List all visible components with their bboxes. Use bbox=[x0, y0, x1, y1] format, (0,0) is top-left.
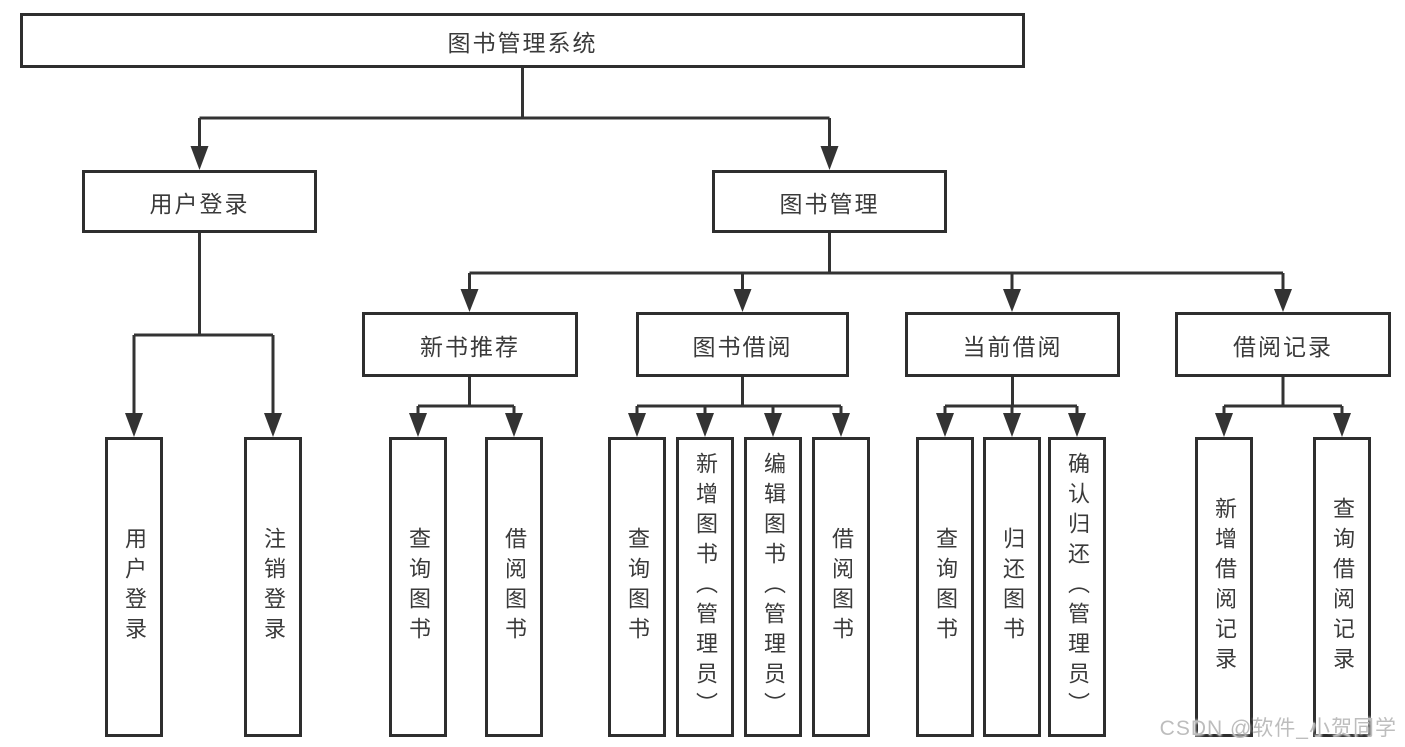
connector-root-to-level2 bbox=[190, 68, 839, 170]
node-nbr-query-books: 查询图书 bbox=[389, 437, 447, 737]
node-bb-query-books-label: 查询图书 bbox=[625, 527, 650, 647]
node-book-mgmt: 图书管理 bbox=[712, 170, 947, 233]
node-cb-return-books: 归还图书 bbox=[983, 437, 1041, 737]
node-bb-borrow-books: 借阅图书 bbox=[812, 437, 870, 737]
node-book-borrow: 图书借阅 bbox=[636, 312, 849, 377]
node-nbr-borrow-books-label: 借阅图书 bbox=[502, 527, 527, 647]
node-user-login: 用户登录 bbox=[82, 170, 317, 233]
node-nbr-borrow-books: 借阅图书 bbox=[485, 437, 543, 737]
node-cb-query-books: 查询图书 bbox=[916, 437, 974, 737]
connector-new-book-rec-to-leaves bbox=[409, 377, 523, 437]
node-new-book-rec-label: 新书推荐 bbox=[420, 333, 520, 360]
node-br-query-record-label: 查询借阅记录 bbox=[1330, 497, 1355, 677]
node-logout-leaf: 注销登录 bbox=[244, 437, 302, 737]
connector-borrow-records-to-leaves bbox=[1215, 377, 1351, 437]
node-bb-query-books: 查询图书 bbox=[608, 437, 666, 737]
node-borrow-records: 借阅记录 bbox=[1175, 312, 1391, 377]
node-logout-leaf-label: 注销登录 bbox=[261, 527, 286, 647]
node-root-label: 图书管理系统 bbox=[447, 29, 598, 56]
node-cb-query-books-label: 查询图书 bbox=[933, 527, 958, 647]
node-user-login-label: 用户登录 bbox=[149, 190, 250, 217]
node-borrow-records-label: 借阅记录 bbox=[1233, 333, 1333, 360]
node-br-add-record-label: 新增借阅记录 bbox=[1212, 497, 1237, 677]
node-cb-confirm-return: 确认归还（管理员） bbox=[1048, 437, 1106, 737]
csdn-watermark: CSDN @软件_小贺同学 bbox=[1159, 717, 1397, 740]
node-user-login-leaf-label: 用户登录 bbox=[122, 527, 147, 647]
node-current-borrow: 当前借阅 bbox=[905, 312, 1120, 377]
node-bb-add-books-label: 新增图书（管理员） bbox=[693, 452, 718, 722]
node-bb-edit-books: 编辑图书（管理员） bbox=[744, 437, 802, 737]
node-br-query-record: 查询借阅记录 bbox=[1313, 437, 1371, 737]
node-new-book-rec: 新书推荐 bbox=[362, 312, 578, 377]
node-br-add-record: 新增借阅记录 bbox=[1195, 437, 1253, 737]
node-cb-confirm-return-label: 确认归还（管理员） bbox=[1065, 452, 1090, 722]
node-root: 图书管理系统 bbox=[20, 13, 1025, 68]
node-book-borrow-label: 图书借阅 bbox=[692, 333, 793, 360]
node-user-login-leaf: 用户登录 bbox=[105, 437, 163, 737]
connector-current-borrow-to-leaves bbox=[936, 377, 1086, 437]
node-nbr-query-books-label: 查询图书 bbox=[406, 527, 431, 647]
connector-user-login-to-leaves bbox=[125, 233, 282, 437]
node-current-borrow-label: 当前借阅 bbox=[962, 333, 1063, 360]
node-cb-return-books-label: 归还图书 bbox=[1000, 527, 1025, 647]
node-bb-add-books: 新增图书（管理员） bbox=[676, 437, 734, 737]
node-bb-edit-books-label: 编辑图书（管理员） bbox=[761, 452, 786, 722]
node-bb-borrow-books-label: 借阅图书 bbox=[829, 527, 854, 647]
connector-book-borrow-to-leaves bbox=[628, 377, 850, 437]
node-book-mgmt-label: 图书管理 bbox=[779, 190, 880, 217]
connector-book-mgmt-to-level3 bbox=[460, 233, 1292, 312]
